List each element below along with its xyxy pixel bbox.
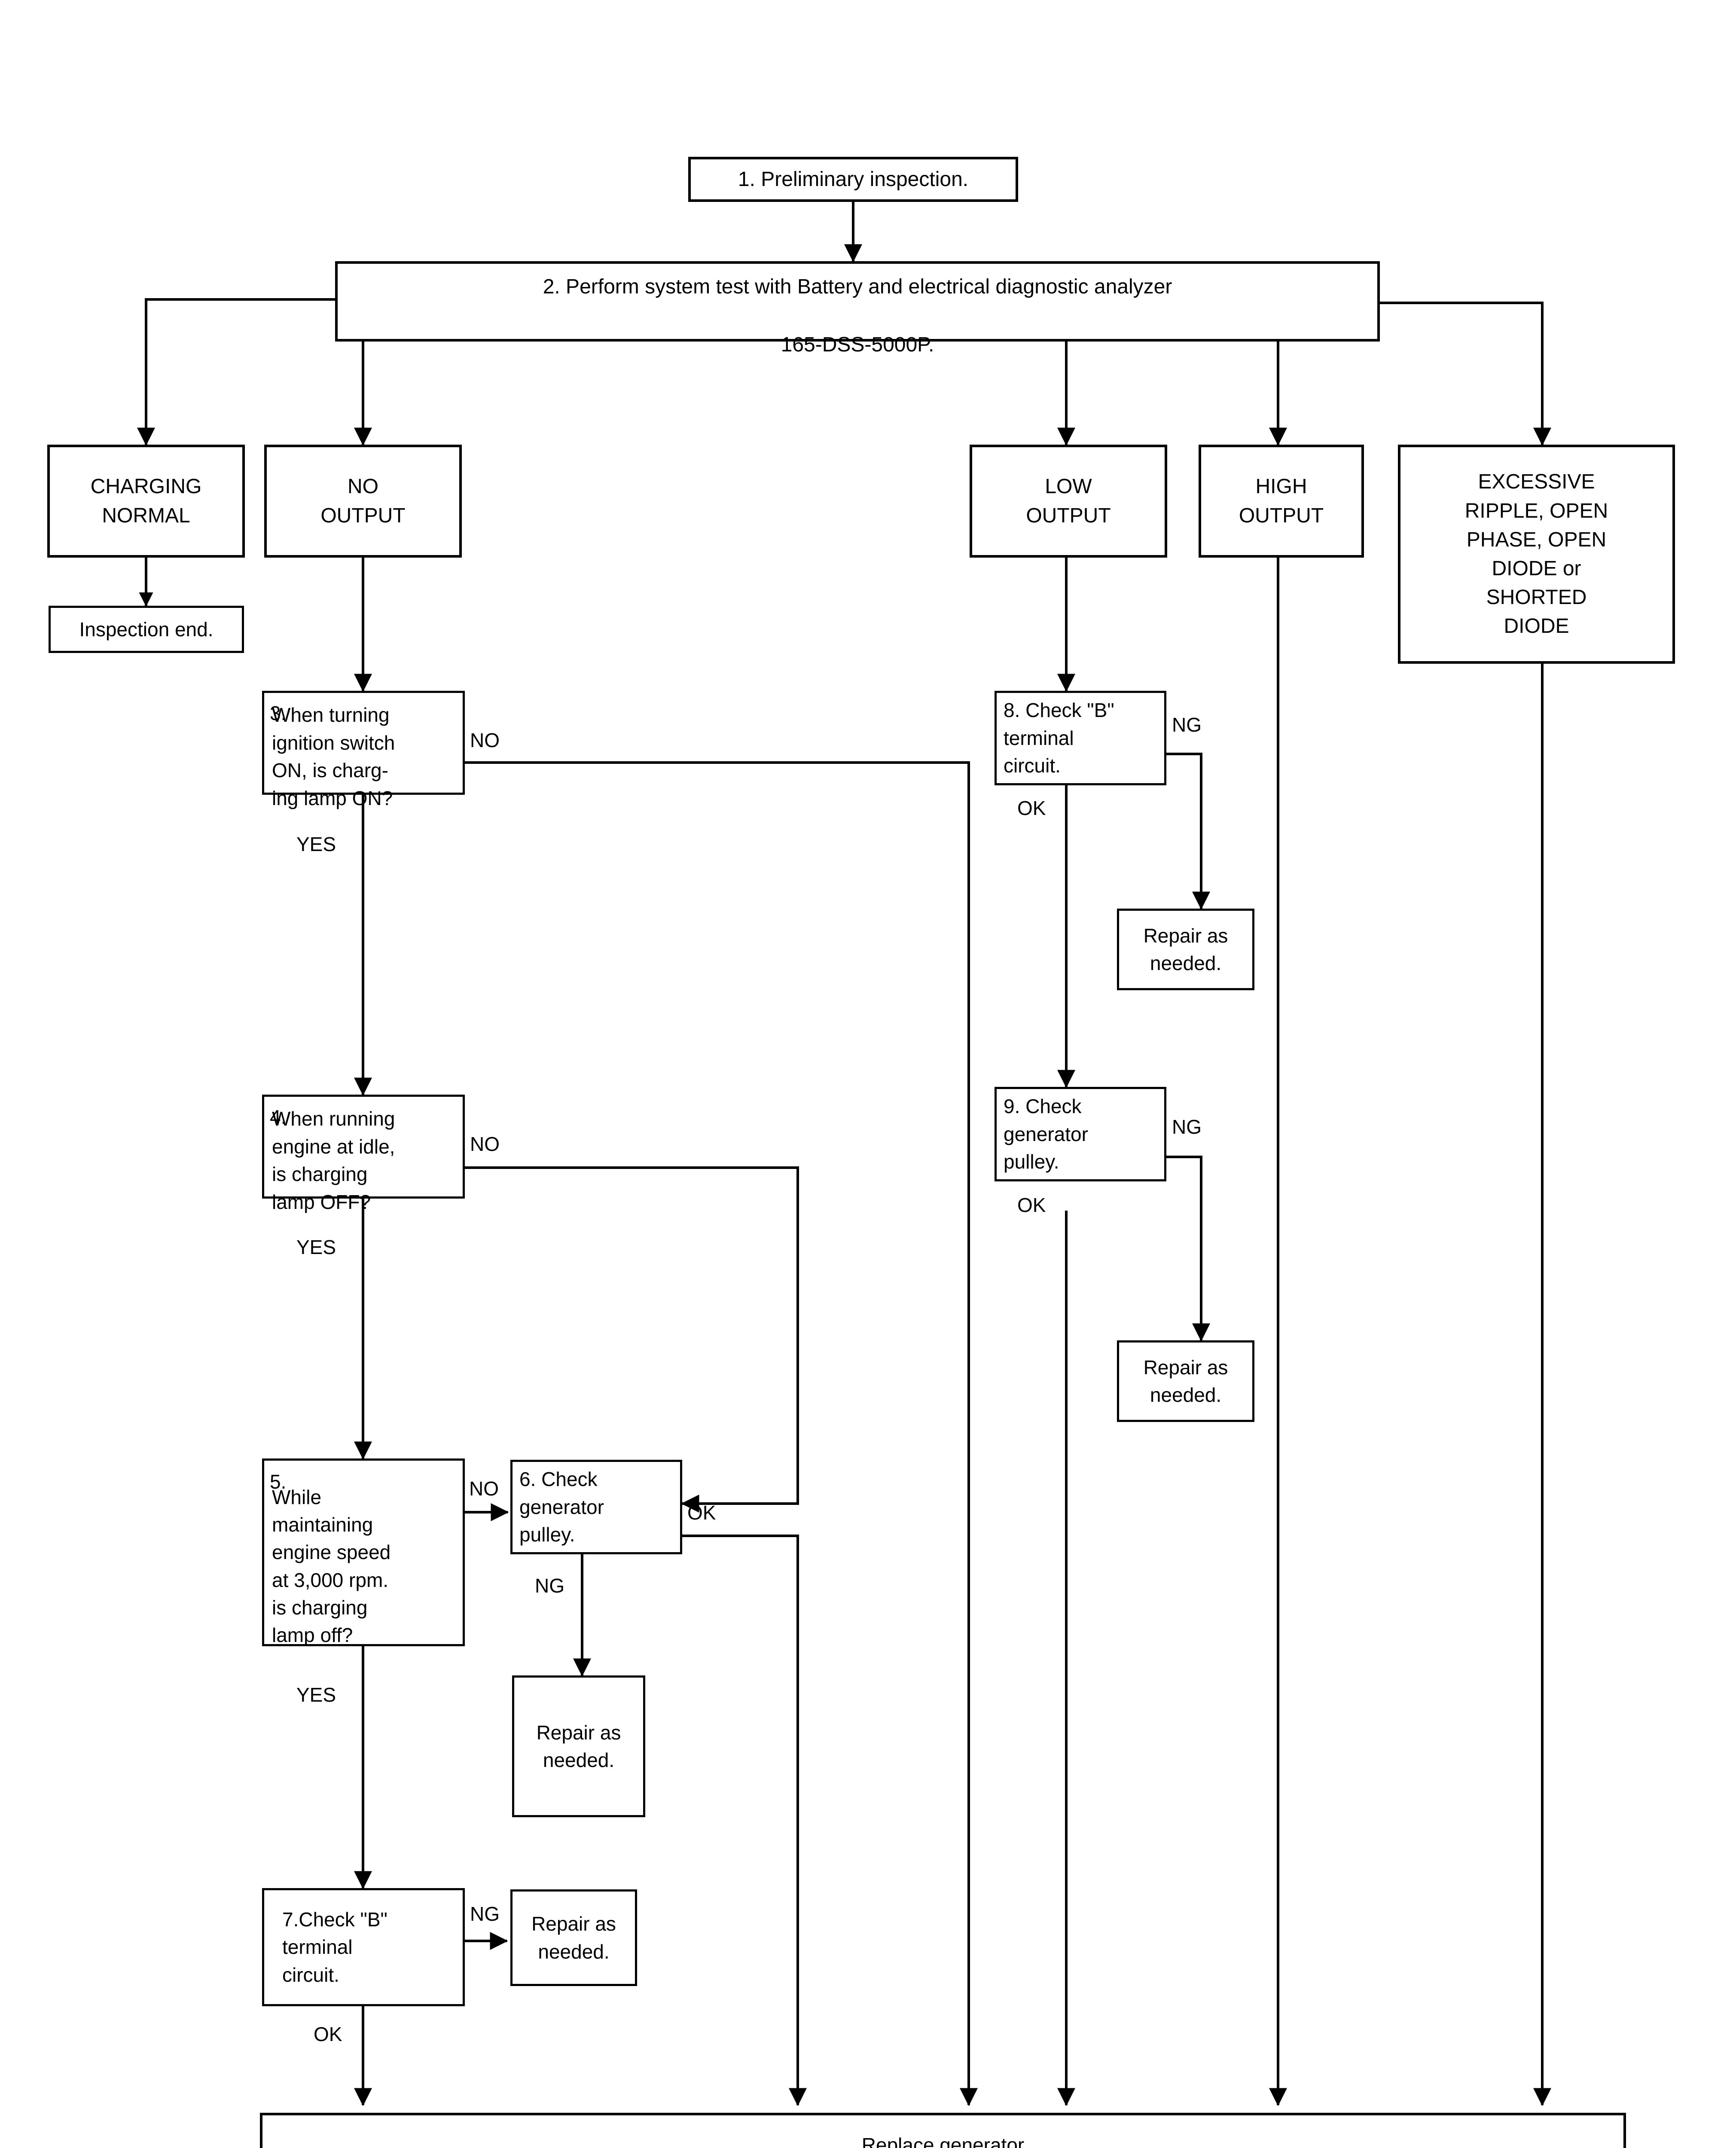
node-step-4-text: When running engine at idle, is charging… <box>272 1108 395 1213</box>
node-low-output[interactable]: LOW OUTPUT <box>970 445 1167 558</box>
edge-2-to-excessive <box>1380 302 1551 446</box>
edge-6-ok <box>682 1535 807 2106</box>
node-repair-9[interactable]: Repair as needed. <box>1117 1340 1254 1422</box>
edge-label-step9-ok: OK <box>1017 1194 1046 1216</box>
node-low-output-label: LOW OUTPUT <box>1026 475 1111 527</box>
node-step-4-number: 4. <box>270 1106 287 1128</box>
edge-label-step8-ok: OK <box>1017 797 1046 819</box>
edge-label-step9-ng: NG <box>1172 1116 1202 1138</box>
node-repair-6-label: Repair as needed. <box>536 1721 621 1771</box>
node-excessive-ripple-label: EXCESSIVE RIPPLE, OPEN PHASE, OPEN DIODE… <box>1464 470 1608 638</box>
node-step-5-label: While maintaining engine speed at 3,000 … <box>264 1455 463 1649</box>
node-no-output[interactable]: NO OUTPUT <box>264 445 462 558</box>
node-step-8[interactable]: 8. Check "B" terminal circuit. <box>995 691 1166 785</box>
node-step-8-label: 8. Check "B" terminal circuit. <box>1004 699 1114 777</box>
edge-label-step6-ok: OK <box>687 1501 716 1524</box>
node-step-3-number: 3. <box>270 702 287 724</box>
node-step-2-line1: 2. Perform system test with Battery and … <box>543 275 1172 299</box>
node-step-4[interactable]: When running engine at idle, is charging… <box>262 1095 465 1213</box>
node-no-output-label: NO OUTPUT <box>320 475 406 527</box>
edge-label-step4-yes: YES <box>296 1236 336 1258</box>
node-step-2-label: 2. Perform system test with Battery and … <box>338 244 1377 359</box>
edge-label-step5-no: NO <box>469 1477 499 1500</box>
node-step-6-label: 6. Check generator pulley. <box>519 1468 604 1546</box>
edge-label-step5-yes: YES <box>296 1684 336 1706</box>
node-step-5-text: While maintaining engine speed at 3,000 … <box>272 1486 391 1647</box>
edge-label-step3-no: NO <box>470 729 500 751</box>
edge-label-step3-yes: YES <box>296 833 336 855</box>
node-step-1[interactable]: 1. Preliminary inspection. <box>688 157 1018 202</box>
edge-label-step7-ng: NG <box>470 1903 500 1925</box>
node-repair-6[interactable]: Repair as needed. <box>512 1675 645 1817</box>
edge-2-to-charging-normal <box>137 298 335 446</box>
edge-3-no <box>465 761 978 2106</box>
node-repair-7-label: Repair as needed. <box>531 1913 616 1963</box>
node-step-5[interactable]: While maintaining engine speed at 3,000 … <box>262 1458 465 1646</box>
node-step-9[interactable]: 9. Check generator pulley. <box>995 1087 1166 1181</box>
edge-8-ng-to-repair <box>1166 753 1210 910</box>
node-step-2-line2: 165-DSS-5000P. <box>781 333 934 356</box>
node-step-6[interactable]: 6. Check generator pulley. <box>510 1460 682 1554</box>
node-inspection-end-label: Inspection end. <box>79 618 214 641</box>
node-excessive-ripple[interactable]: EXCESSIVE RIPPLE, OPEN PHASE, OPEN DIODE… <box>1398 445 1675 664</box>
node-repair-9-label: Repair as needed. <box>1143 1356 1228 1406</box>
node-step-1-label: 1. Preliminary inspection. <box>738 168 969 191</box>
node-repair-8[interactable]: Repair as needed. <box>1117 909 1254 990</box>
node-charging-normal-label: CHARGING NORMAL <box>90 475 202 527</box>
node-step-3-text: When turning ignition switch ON, is char… <box>272 704 395 809</box>
node-step-3[interactable]: When turning ignition switch ON, is char… <box>262 691 465 809</box>
edge-9-ng-to-repair <box>1166 1156 1210 1342</box>
node-repair-7[interactable]: Repair as needed. <box>510 1889 637 1986</box>
node-step-2[interactable]: 2. Perform system test with Battery and … <box>335 261 1380 356</box>
node-step-7-label: 7.Check "B" terminal circuit. <box>282 1908 387 1986</box>
node-replace-generator-label: Replace generator <box>861 2133 1025 2148</box>
node-high-output[interactable]: HIGH OUTPUT <box>1199 445 1364 558</box>
edge-4-no-to-6 <box>465 1166 799 1513</box>
edge-label-step7-ok: OK <box>314 2023 342 2045</box>
node-step-4-label: When running engine at idle, is charging… <box>264 1077 463 1216</box>
node-repair-8-label: Repair as needed. <box>1143 924 1228 974</box>
node-charging-normal[interactable]: CHARGING NORMAL <box>47 445 245 558</box>
node-inspection-end[interactable]: Inspection end. <box>49 606 244 653</box>
node-high-output-label: HIGH OUTPUT <box>1239 475 1324 527</box>
edge-label-step6-ng: NG <box>535 1574 564 1597</box>
node-step-3-label: When turning ignition switch ON, is char… <box>264 674 463 812</box>
edge-label-step8-ng: NG <box>1172 714 1202 736</box>
node-replace-generator[interactable]: Replace generator <box>260 2113 1626 2148</box>
node-step-9-label: 9. Check generator pulley. <box>1004 1095 1088 1173</box>
edge-label-step4-no: NO <box>470 1133 500 1155</box>
node-step-7[interactable]: 7.Check "B" terminal circuit. <box>262 1888 465 2006</box>
node-step-5-number: 5. <box>270 1471 287 1493</box>
